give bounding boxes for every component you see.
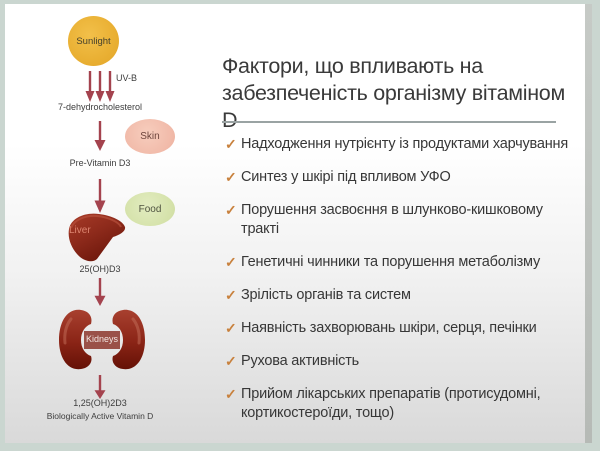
bullet-text: Зрілість органів та систем [241, 287, 411, 303]
down-arrow-icon [94, 375, 106, 399]
list-item: ✓ Прийом лікарських препаратів (протисуд… [225, 385, 581, 423]
slide-title-line2: забезпеченість організму вітаміном D [222, 81, 565, 132]
food-label: Food [138, 203, 162, 215]
bullet-text: Прийом лікарських препаратів (протисудом… [241, 386, 541, 421]
uvb-arrows-icon [85, 71, 115, 102]
right-edge-shadow [585, 4, 592, 443]
liver-illustration [68, 213, 126, 262]
checkmark-icon: ✓ [225, 202, 237, 218]
down-arrow-icon [94, 179, 106, 213]
list-item: ✓ Рухова активність [225, 352, 581, 371]
list-item: ✓ Зрілість органів та систем [225, 286, 581, 305]
list-item: ✓ Синтез у шкірі під впливом УФО [225, 168, 581, 187]
title-divider [222, 121, 556, 123]
factors-list: ✓ Надходження нутрієнту із продуктами ха… [225, 135, 581, 437]
checkmark-icon: ✓ [225, 320, 237, 336]
liver-label: Liver [69, 225, 91, 236]
bullet-text: Порушення засвоєння в шлунково-кишковому… [241, 202, 543, 237]
checkmark-icon: ✓ [225, 254, 237, 270]
active-vitamin-label: Biologically Active Vitamin D [46, 411, 154, 421]
bullet-text: Синтез у шкірі під впливом УФО [241, 169, 451, 185]
bullet-text: Надходження нутрієнту із продуктами харч… [241, 136, 569, 152]
checkmark-icon: ✓ [225, 353, 237, 369]
checkmark-icon: ✓ [225, 386, 237, 402]
sunlight-label: Sunlight [76, 35, 111, 47]
bullet-text: Генетичні чинники та порушення метаболіз… [241, 254, 541, 270]
checkmark-icon: ✓ [225, 136, 237, 152]
down-arrow-icon [94, 278, 106, 306]
bullet-text: Наявність захворювань шкіри, серця, печі… [241, 320, 537, 336]
bullet-text: Рухова активність [241, 353, 359, 369]
list-item: ✓ Наявність захворювань шкіри, серця, пе… [225, 319, 581, 338]
dihydroxy-label: 1,25(OH)2D3 [73, 398, 127, 408]
down-arrow-icon [94, 121, 106, 151]
list-item: ✓ Порушення засвоєння в шлунково-кишково… [225, 201, 581, 239]
uvb-label: UV-B [116, 73, 138, 83]
slide-title: Фактори, що впливають на забезпеченість … [222, 53, 582, 134]
kidneys-label: Kidneys [85, 334, 119, 344]
checkmark-icon: ✓ [225, 169, 237, 185]
list-item: ✓ Надходження нутрієнту із продуктами ха… [225, 135, 581, 154]
dhc-label: 7-dehydrocholesterol [57, 102, 143, 112]
previtamin-label: Pre-Vitamin D3 [69, 158, 131, 168]
checkmark-icon: ✓ [225, 287, 237, 303]
skin-ellipse: Skin [125, 119, 175, 154]
food-ellipse: Food [125, 192, 175, 226]
slide-title-line1: Фактори, що впливають на [222, 54, 483, 78]
presentation-slide: Sunlight UV-B 7-dehydrocholesterol Skin … [5, 4, 585, 443]
ohd3-label: 25(OH)D3 [79, 264, 121, 274]
kidneys-illustration [59, 309, 145, 370]
sun-circle: Sunlight [68, 16, 119, 66]
skin-label: Skin [140, 131, 160, 142]
list-item: ✓ Генетичні чинники та порушення метабол… [225, 253, 581, 272]
